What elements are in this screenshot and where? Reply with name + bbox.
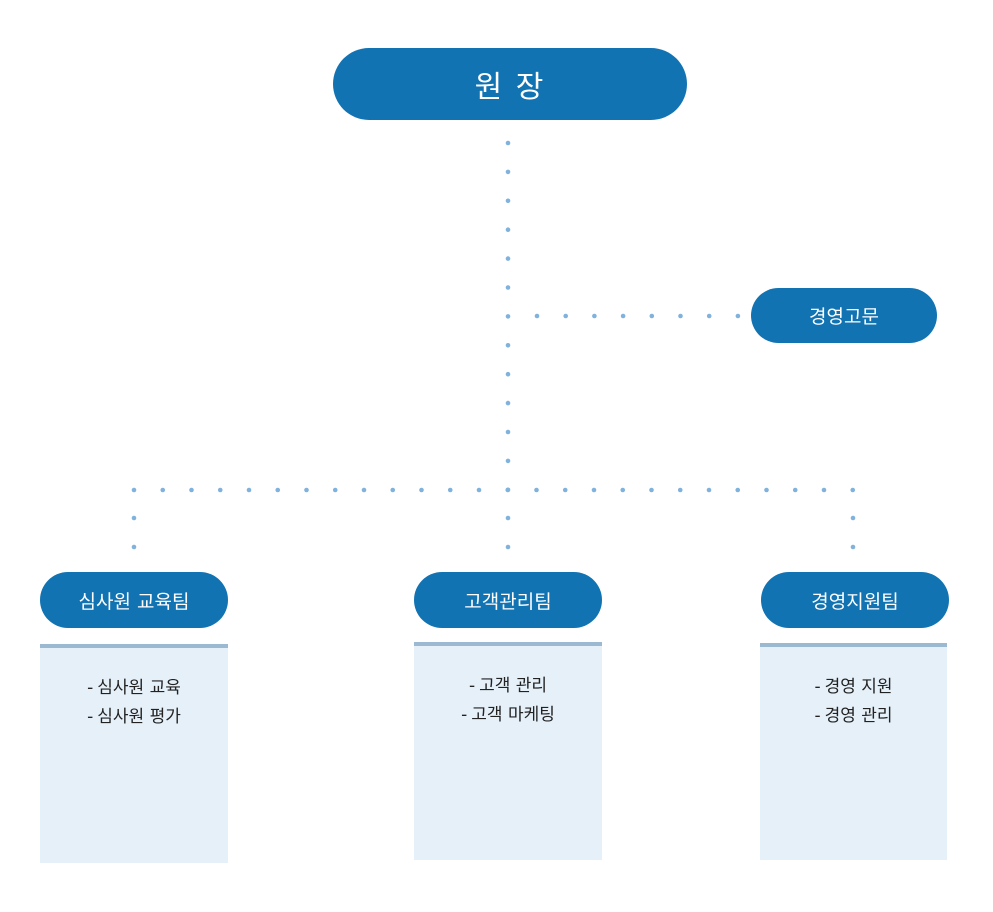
connector-dot: [821, 487, 827, 493]
connector-dot: [505, 371, 511, 377]
connector-dot: [850, 544, 856, 550]
team-label: 심사원 교육팀: [78, 590, 190, 613]
connector-dot: [735, 313, 741, 319]
connector-dot: [505, 544, 511, 550]
director-label: 원 장: [474, 70, 546, 105]
advisor-label: 경영고문: [809, 306, 879, 328]
connector-dot: [850, 487, 856, 493]
connector-dot: [534, 487, 539, 493]
connector-dot: [505, 515, 511, 521]
connector-dot: [505, 198, 511, 204]
duty-list: -고객 관리 -고객 마케팅: [414, 672, 602, 730]
connector-dot: [563, 313, 568, 319]
duty-list: -경영 지원 -경영 관리: [760, 673, 947, 731]
customer-management-team-node: 고객관리팀: [414, 572, 602, 628]
connector-dot: [246, 487, 252, 493]
connector-dot: [706, 487, 712, 493]
connector-dot: [505, 429, 511, 435]
connector-dot: [476, 487, 482, 493]
connector-dot: [505, 458, 511, 464]
connector-dot: [735, 487, 741, 493]
connector-dot: [678, 313, 683, 319]
connector-dot: [505, 285, 511, 290]
connector-dot: [649, 487, 654, 493]
connector-dot: [390, 487, 396, 493]
duty-item: -고객 마케팅: [461, 705, 555, 725]
director-node: 원 장: [333, 48, 687, 120]
connector-dot: [505, 487, 511, 493]
connector-dot: [505, 256, 511, 261]
connector-dot: [275, 487, 281, 493]
connector-dot: [332, 487, 338, 493]
duty-item: -심사원 교육: [87, 678, 181, 698]
duty-item: -고객 관리: [468, 676, 548, 696]
connector-dot: [505, 140, 511, 146]
management-support-duties-box: -경영 지원 -경영 관리: [760, 643, 947, 860]
connector-dot: [505, 400, 511, 406]
connector-dot: [160, 487, 166, 493]
connector-dot: [706, 313, 712, 319]
connector-dot: [131, 544, 137, 550]
connector-dot: [591, 487, 597, 493]
connector-dot: [189, 487, 194, 493]
team-label: 고객관리팀: [464, 590, 552, 613]
duty-item: -심사원 평가: [87, 707, 181, 727]
connector-dot: [447, 487, 453, 493]
duty-item: -경영 관리: [814, 706, 893, 726]
duty-item: -경영 지원: [814, 677, 893, 697]
connector-dot: [620, 487, 626, 493]
customer-management-duties-box: -고객 관리 -고객 마케팅: [414, 642, 602, 860]
examiner-training-duties-box: -심사원 교육 -심사원 평가: [40, 644, 228, 863]
connector-dot: [620, 313, 626, 319]
connector-dot: [361, 487, 367, 493]
connector-dot: [792, 487, 798, 493]
connector-dot: [649, 313, 655, 319]
connector-dot: [562, 487, 568, 493]
management-support-team-node: 경영지원팀: [761, 572, 949, 628]
connector-dot: [304, 487, 309, 493]
connector-dot: [764, 487, 769, 493]
management-advisor-node: 경영고문: [751, 288, 937, 343]
connector-dot: [131, 487, 137, 493]
connector-dot: [677, 487, 683, 493]
connector-dot: [419, 487, 424, 493]
connector-dot: [505, 314, 511, 319]
duty-list: -심사원 교육 -심사원 평가: [40, 674, 228, 732]
connector-dot: [217, 487, 223, 493]
connector-dot: [534, 313, 540, 319]
connector-dot: [131, 515, 137, 521]
connector-dot: [592, 313, 597, 319]
connector-dot: [850, 515, 856, 521]
examiner-training-team-node: 심사원 교육팀: [40, 572, 228, 628]
connector-dot: [505, 169, 511, 175]
team-label: 경영지원팀: [811, 590, 899, 613]
connector-dot: [505, 227, 511, 232]
connector-dot: [505, 343, 511, 348]
